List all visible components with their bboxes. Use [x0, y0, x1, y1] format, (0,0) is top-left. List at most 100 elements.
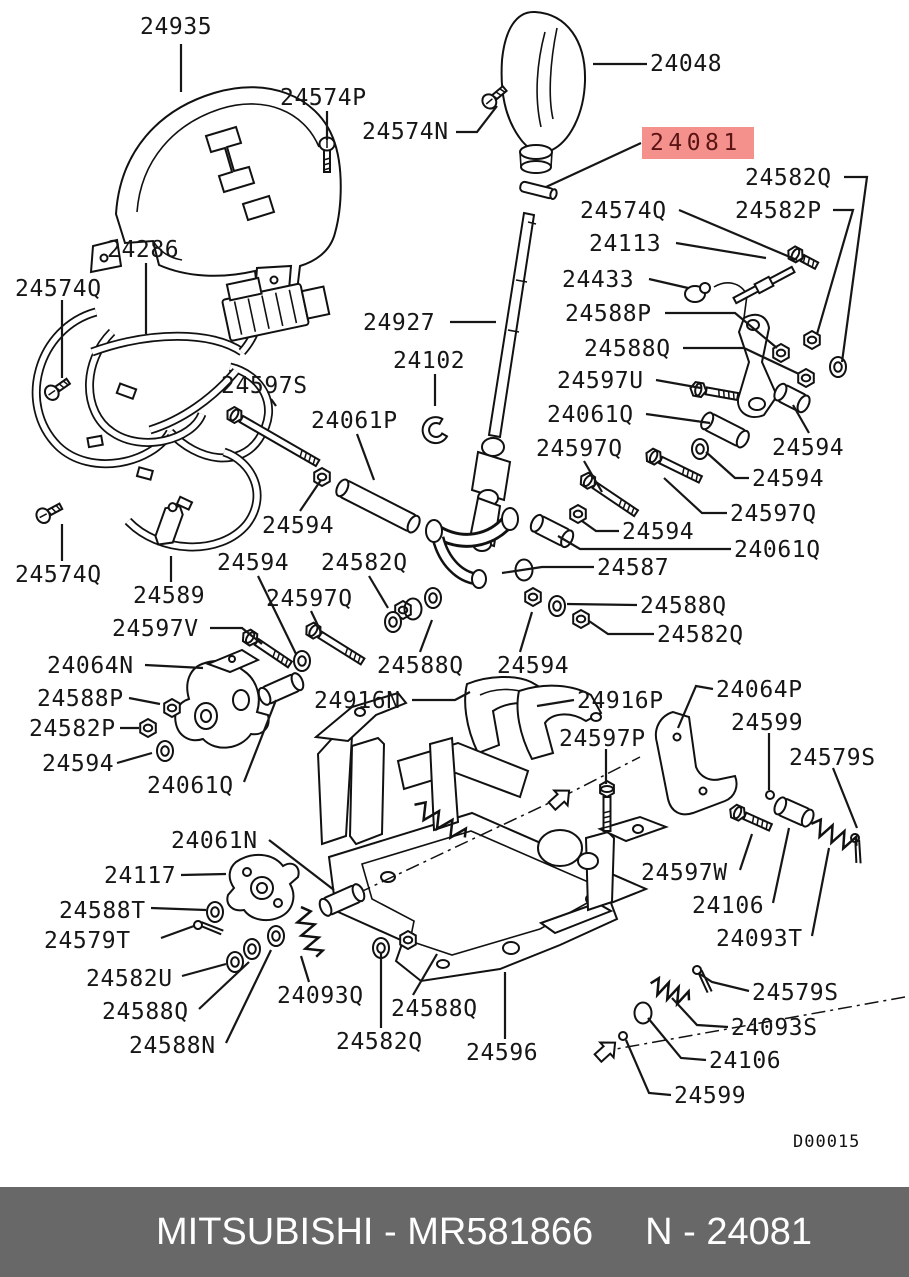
part-ball-glyph [684, 282, 711, 303]
part-label-24596: 24596 [466, 972, 538, 1066]
part-label-24106: 24106 [647, 1017, 781, 1074]
part-label-24113: 24113 [589, 231, 767, 260]
part-number-text: 24588Q [391, 996, 478, 1022]
part-number-text: 24588Q [102, 999, 189, 1025]
part-label-24927: 24927 [363, 310, 496, 336]
part-bolt-glyph [305, 621, 366, 666]
part-number-text: 24582P [29, 716, 116, 742]
part-label-24597s: 24597S [221, 373, 308, 407]
part-number-text: 24597S [221, 373, 308, 399]
part-number-text: 24064P [716, 677, 803, 703]
leader-line [583, 460, 603, 493]
part-label-24589: 24589 [133, 556, 205, 609]
leader-line [181, 962, 227, 978]
part-nut-glyph [163, 697, 181, 719]
part-label-24574q: 24574Q [580, 198, 798, 262]
part-number-text: 24597P [559, 726, 646, 752]
part-number-text: 24597Q [536, 436, 623, 462]
part-number-text: 24582Q [657, 622, 744, 648]
part-label-24433: 24433 [562, 267, 689, 293]
leader-line [581, 520, 619, 533]
part-bolt-glyph [241, 628, 294, 669]
part-number-text: 24588T [59, 898, 146, 924]
centerline-3 [559, 756, 641, 799]
part-number-text: 24597W [641, 860, 728, 886]
part-number-text: 24594 [752, 466, 824, 492]
part-nut-glyph [399, 929, 417, 951]
part-number-text: 24582Q [336, 1029, 423, 1055]
leader-line [588, 620, 654, 636]
part-screw-glyph [318, 136, 336, 173]
part-number-text: 24574Q [15, 276, 102, 302]
part-dot-glyph [765, 790, 775, 800]
leader-line [648, 277, 689, 290]
part-nut-glyph [803, 329, 821, 351]
part-label-24597v: 24597V [112, 616, 263, 645]
part-bolt-glyph [787, 245, 820, 271]
part-shift-lever-shaft [468, 211, 537, 552]
part-bushing-glyph [773, 796, 815, 828]
part-number-text: 24064N [47, 653, 134, 679]
part-number-text: 24574N [362, 119, 449, 145]
part-number-text: 24588N [129, 1033, 216, 1059]
leader-line [257, 575, 297, 655]
part-number-text: 24081 [650, 130, 742, 156]
part-screw-glyph [35, 502, 64, 524]
part-bushing-glyph [529, 513, 575, 549]
leader-line [671, 997, 729, 1029]
part-bolt-glyph [226, 405, 321, 468]
part-number-text: 24927 [363, 310, 435, 336]
leader-line [299, 479, 322, 512]
part-label-24061q: 24061Q [547, 402, 711, 428]
leader-line [738, 833, 754, 871]
part-number-text: 24106 [692, 893, 764, 919]
leader-line [683, 346, 800, 375]
part-label-24597w: 24597W [641, 833, 754, 886]
part-number-text: 24574P [280, 85, 367, 111]
leader-line [180, 872, 227, 877]
part-number-text: 24117 [104, 863, 176, 889]
part-number-text: 24594 [42, 751, 114, 777]
part-nut-glyph [569, 503, 587, 525]
leader-line [655, 378, 702, 390]
part-label-24588q: 24588Q [584, 336, 800, 375]
part-number-text: 24061Q [734, 537, 821, 563]
part-washer-glyph [267, 925, 285, 947]
leader-line [557, 535, 731, 551]
leader-line [160, 924, 195, 940]
leader-line [645, 412, 711, 425]
part-number-text: 24916P [577, 688, 664, 714]
leader-line [456, 105, 498, 134]
part-spring-glyph [294, 905, 326, 958]
leader-line [270, 398, 277, 407]
leader-line [771, 827, 791, 904]
part-nut-glyph [772, 342, 790, 364]
part-label-24588p: 24588P [565, 301, 778, 349]
part-number-text: 24582Q [745, 165, 832, 191]
leader-line [299, 955, 311, 983]
leader-line [310, 610, 323, 635]
part-label-24587: 24587 [501, 555, 669, 581]
part-spring-glyph [649, 975, 691, 1008]
part-number-text: 24599 [674, 1083, 746, 1109]
part-label-24102: 24102 [393, 348, 465, 406]
part-number-text: 24596 [466, 1040, 538, 1066]
part-bushing-glyph [335, 478, 421, 534]
part-label-24599: 24599 [731, 710, 803, 790]
part-bracket-24064N [174, 648, 270, 749]
part-label-24594: 24594 [772, 404, 844, 461]
part-label-24064n: 24064N [47, 653, 204, 679]
part-label-24093s: 24093S [671, 997, 817, 1041]
part-bushing-glyph [700, 411, 750, 449]
part-cotter-glyph [193, 920, 224, 936]
leader-line [663, 477, 727, 515]
part-label-24106: 24106 [692, 827, 791, 919]
leader-line [268, 839, 335, 891]
part-label-24588n: 24588N [129, 949, 272, 1059]
part-label-24599: 24599 [624, 1039, 746, 1109]
leader-line [225, 949, 272, 1044]
part-label-24582q: 24582Q [588, 620, 744, 648]
part-nut-glyph [524, 586, 542, 608]
part-washer-glyph [226, 951, 244, 973]
part-label-24594: 24594 [42, 751, 153, 777]
